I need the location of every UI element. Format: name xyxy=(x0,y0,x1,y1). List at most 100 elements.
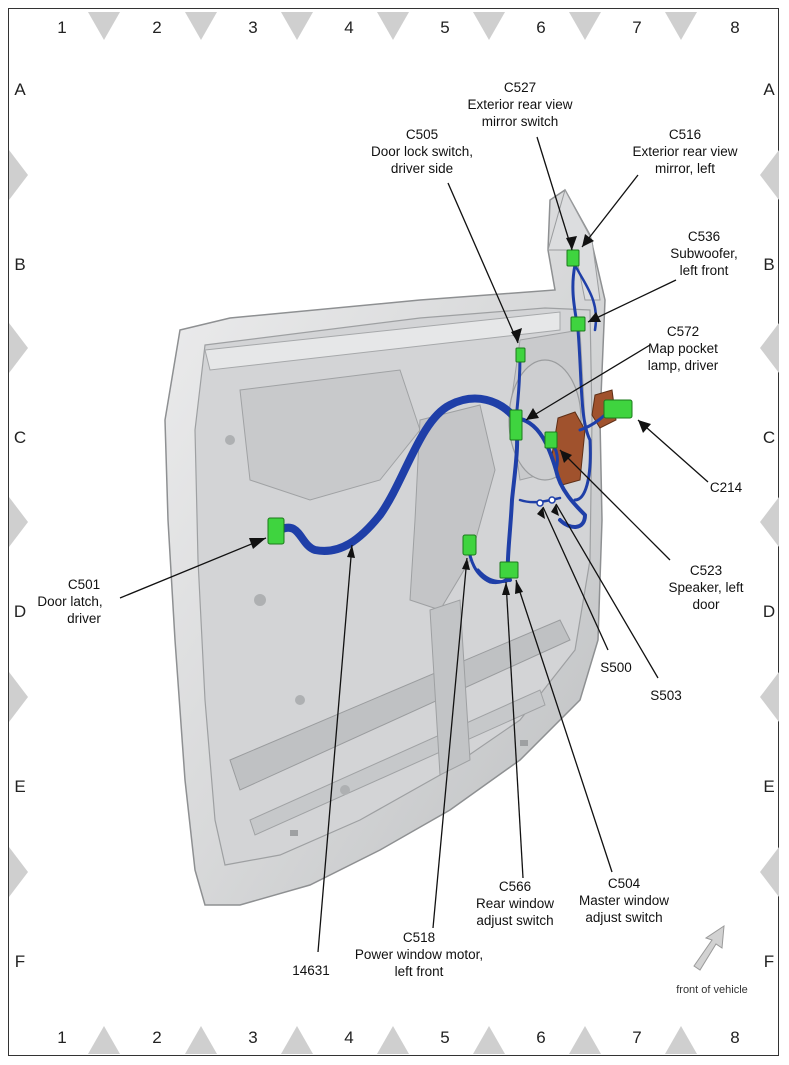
leader-c501 xyxy=(119,537,267,599)
leader-lines xyxy=(119,136,709,953)
leader-c504 xyxy=(515,579,613,873)
connector-c505 xyxy=(515,347,526,363)
panel-slot xyxy=(520,740,528,746)
callout-code: C572 xyxy=(667,324,699,339)
arrow-c214 xyxy=(638,420,651,433)
callout-c501: C501 Door latch, driver xyxy=(37,577,102,626)
connector-c536 xyxy=(570,316,586,332)
arrow-icon xyxy=(693,925,725,971)
callout-desc: adjust switch xyxy=(476,913,553,928)
callout-desc: Master window xyxy=(579,893,669,908)
leader-c523 xyxy=(559,449,671,561)
panel-hole xyxy=(254,594,266,606)
leader-c505 xyxy=(447,182,519,344)
leader-c527 xyxy=(536,136,573,251)
left-marker xyxy=(9,150,28,200)
callout-desc: Speaker, left xyxy=(668,580,743,595)
callout-c566: C566 Rear window adjust switch xyxy=(476,879,554,928)
callout-desc: Subwoofer, xyxy=(670,246,738,261)
callout-c523: C523 Speaker, left door xyxy=(668,563,743,612)
arrow-14631 xyxy=(347,545,355,558)
callout-desc: Door lock switch, xyxy=(371,144,473,159)
callout-code: C505 xyxy=(406,127,438,142)
splice-s503 xyxy=(548,496,556,504)
leader-s503 xyxy=(555,503,659,679)
bottom-marker xyxy=(665,1026,697,1054)
left-marker xyxy=(9,497,28,547)
right-marker xyxy=(760,847,779,897)
branch-mirror-2 xyxy=(573,263,598,332)
callout-code: C504 xyxy=(608,876,641,891)
connector-c501 xyxy=(267,517,285,545)
arrow-c504 xyxy=(515,580,523,594)
branch-speaker xyxy=(513,416,587,529)
top-marker xyxy=(88,12,120,40)
col-label-bottom: 3 xyxy=(248,1028,257,1047)
right-marker xyxy=(760,150,779,200)
col-label-bottom: 8 xyxy=(730,1028,739,1047)
leader-arrowheads xyxy=(249,234,651,595)
panel-hole xyxy=(340,785,350,795)
arrow-c516 xyxy=(582,234,594,247)
connector-c523 xyxy=(544,431,558,449)
right-marker xyxy=(760,497,779,547)
row-label-right: B xyxy=(763,255,774,274)
arrow-s500 xyxy=(537,507,545,519)
callout-desc: lamp, driver xyxy=(648,358,719,373)
col-label-top: 5 xyxy=(440,18,449,37)
arrow-c572 xyxy=(526,408,539,420)
bottom-marker xyxy=(281,1026,313,1054)
col-label-bottom: 5 xyxy=(440,1028,449,1047)
door-panel xyxy=(164,188,606,906)
row-label-left: B xyxy=(14,255,25,274)
arrow-s503 xyxy=(551,504,559,516)
connector-c214 xyxy=(603,399,633,419)
callout-desc: Map pocket xyxy=(648,341,718,356)
arrow-c527 xyxy=(566,236,577,250)
callout-c527: C527 Exterior rear view mirror switch xyxy=(467,80,572,129)
row-label-right: E xyxy=(763,777,774,796)
col-label-bottom: 7 xyxy=(632,1028,641,1047)
callout-s500: S500 xyxy=(600,660,632,675)
panel-cutout xyxy=(409,404,496,611)
row-label-right: C xyxy=(763,428,775,447)
callout-desc: driver side xyxy=(391,161,453,176)
bottom-marker xyxy=(185,1026,217,1054)
branch-mirror xyxy=(571,263,592,502)
top-marker xyxy=(281,12,313,40)
left-marker xyxy=(9,323,28,373)
right-marker xyxy=(760,672,779,722)
callout-c536: C536 Subwoofer, left front xyxy=(670,229,738,278)
leader-14631 xyxy=(317,544,353,953)
splices xyxy=(536,496,556,507)
row-label-left: F xyxy=(15,952,25,971)
callouts: C527 Exterior rear view mirror switch C5… xyxy=(37,80,743,979)
callout-c516: C516 Exterior rear view mirror, left xyxy=(632,127,737,176)
grid-markers xyxy=(9,12,779,1054)
callout-desc: Exterior rear view xyxy=(467,97,572,112)
col-label-bottom: 1 xyxy=(57,1028,66,1047)
top-marker xyxy=(665,12,697,40)
arrow-c536 xyxy=(588,312,601,322)
connector-c518 xyxy=(462,534,477,556)
bottom-marker xyxy=(88,1026,120,1054)
callout-code: C516 xyxy=(669,127,701,142)
row-label-left: D xyxy=(14,602,26,621)
callout-c518: C518 Power window motor, left front xyxy=(355,930,483,979)
panel-slot xyxy=(290,830,298,836)
leader-c214 xyxy=(637,419,709,483)
connectors xyxy=(267,249,633,579)
col-label-top: 3 xyxy=(248,18,257,37)
belt-channel xyxy=(204,311,561,371)
callout-code: C527 xyxy=(504,80,536,95)
callout-desc: driver xyxy=(67,611,101,626)
connector-c527 xyxy=(566,249,580,267)
arrow-c501 xyxy=(249,538,266,549)
panel-cutout xyxy=(239,369,421,501)
callout-desc: Exterior rear view xyxy=(632,144,737,159)
callout-c572: C572 Map pocket lamp, driver xyxy=(648,324,719,373)
callout-code: C518 xyxy=(403,930,435,945)
splice-s500 xyxy=(536,499,544,507)
arrow-c566 xyxy=(502,582,510,595)
col-label-bottom: 4 xyxy=(344,1028,353,1047)
